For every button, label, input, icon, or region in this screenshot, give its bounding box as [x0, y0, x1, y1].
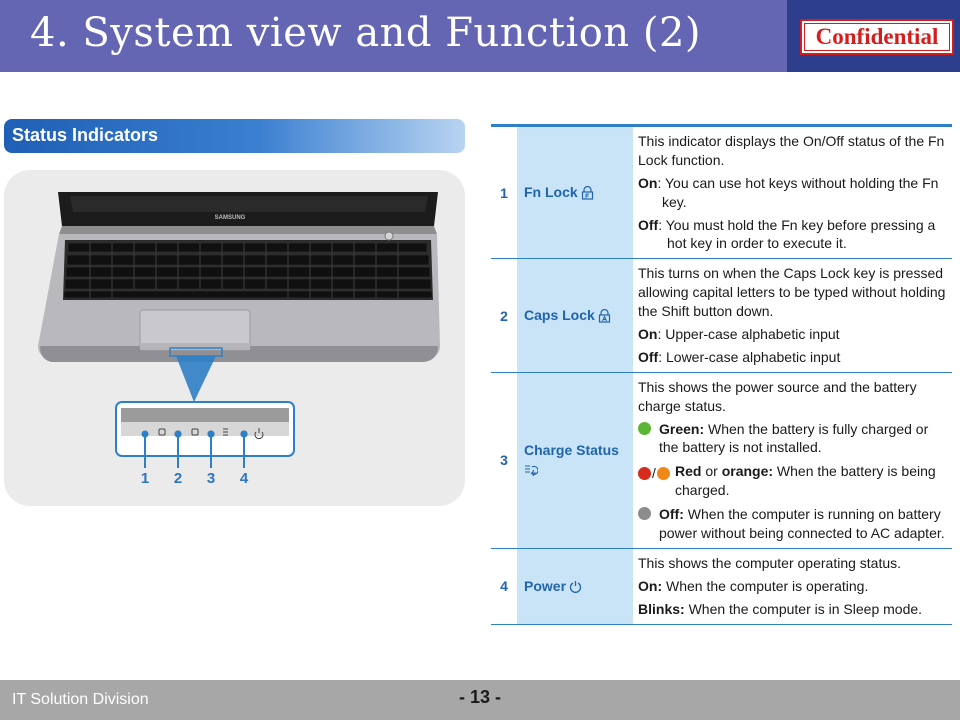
row-description: This indicator displays the On/Off statu… — [633, 127, 952, 258]
row-number: 1 — [500, 184, 508, 201]
row-number: 4 — [500, 578, 508, 595]
table-row-caps-lock: 2 Caps Lock This turns on when the Caps … — [491, 259, 952, 373]
table-row-fn-lock: 1 Fn Lock This indicator displays the On… — [491, 127, 952, 260]
charge-status-icon — [525, 465, 538, 477]
footer-bar: IT Solution Division - 13 - — [0, 680, 960, 720]
desc-line: On: When the computer is operating. — [638, 577, 869, 594]
indicator-table: 1 Fn Lock This indicator displays the On… — [491, 124, 952, 625]
callout-1: 1 — [141, 470, 149, 487]
desc-line: On: Upper-case alphabetic input — [638, 326, 840, 343]
row-name-text: Fn Lock — [524, 184, 578, 201]
status-item-off: Off: When the computer is running on bat… — [638, 505, 950, 543]
orange-dot-icon — [656, 467, 670, 481]
section-title: Status Indicators — [12, 125, 159, 145]
power-icon — [569, 580, 582, 593]
row-name-text: Power — [524, 577, 567, 594]
row-name: Fn Lock — [517, 127, 633, 259]
section-banner: Status Indicators — [4, 119, 465, 153]
table-row-power: 4 Power This shows the computer operatin… — [491, 548, 952, 625]
division-label: IT Solution Division — [12, 691, 149, 708]
row-description: This shows the power source and the batt… — [633, 373, 952, 548]
row-name-text: Charge Status — [524, 442, 619, 459]
row-description: This turns on when the Caps Lock key is … — [633, 259, 952, 371]
brand-logo: SAMSUNG — [215, 215, 246, 221]
laptop-drawing: SAMSUNG — [38, 192, 440, 487]
desc-line: This turns on when the Caps Lock key is … — [638, 265, 946, 320]
desc-line: Off: Lower-case alphabetic input — [638, 348, 841, 365]
confidential-label: Confidential — [815, 24, 939, 49]
row-name-text: Caps Lock — [524, 307, 595, 324]
page-number: - 13 - — [458, 687, 501, 707]
callout-2: 2 — [174, 470, 182, 487]
page-title: 4. System view and Function (2) — [30, 10, 702, 56]
gray-dot-icon — [638, 507, 651, 521]
fn-lock-icon — [581, 185, 593, 200]
row-name: Charge Status — [517, 372, 633, 548]
caps-lock-icon — [598, 308, 610, 323]
status-item-green: Green: When the battery is fully charged… — [638, 420, 950, 458]
green-dot-icon — [638, 421, 651, 435]
callout-4: 4 — [240, 470, 249, 487]
desc-line: On: You can use hot keys without holding… — [638, 174, 939, 210]
row-description: This shows the computer operating status… — [633, 549, 952, 624]
row-name: Caps Lock — [517, 259, 633, 372]
red-dot-icon — [638, 467, 651, 481]
desc-line: Off: You must hold the Fn key before pre… — [638, 216, 936, 252]
confidential-stamp: Confidential — [800, 19, 954, 55]
desc-line: Blinks: When the computer is in Sleep mo… — [638, 600, 923, 617]
table-row-charge-status: 3 Charge Status This shows the power sou… — [491, 372, 952, 549]
header-bar: 4. System view and Function (2) Confiden… — [0, 0, 960, 72]
row-number: 3 — [500, 452, 508, 469]
desc-line: This shows the power source and the batt… — [638, 378, 917, 414]
laptop-illustration: SAMSUNG — [4, 170, 465, 506]
row-name: Power — [517, 548, 633, 624]
desc-line: This indicator displays the On/Off statu… — [638, 133, 945, 168]
callout-3: 3 — [207, 470, 215, 487]
desc-line: This shows the computer operating status… — [638, 554, 902, 571]
row-number: 2 — [500, 307, 508, 324]
status-item-red-orange: / Red or orange: When the battery is bei… — [638, 462, 950, 500]
